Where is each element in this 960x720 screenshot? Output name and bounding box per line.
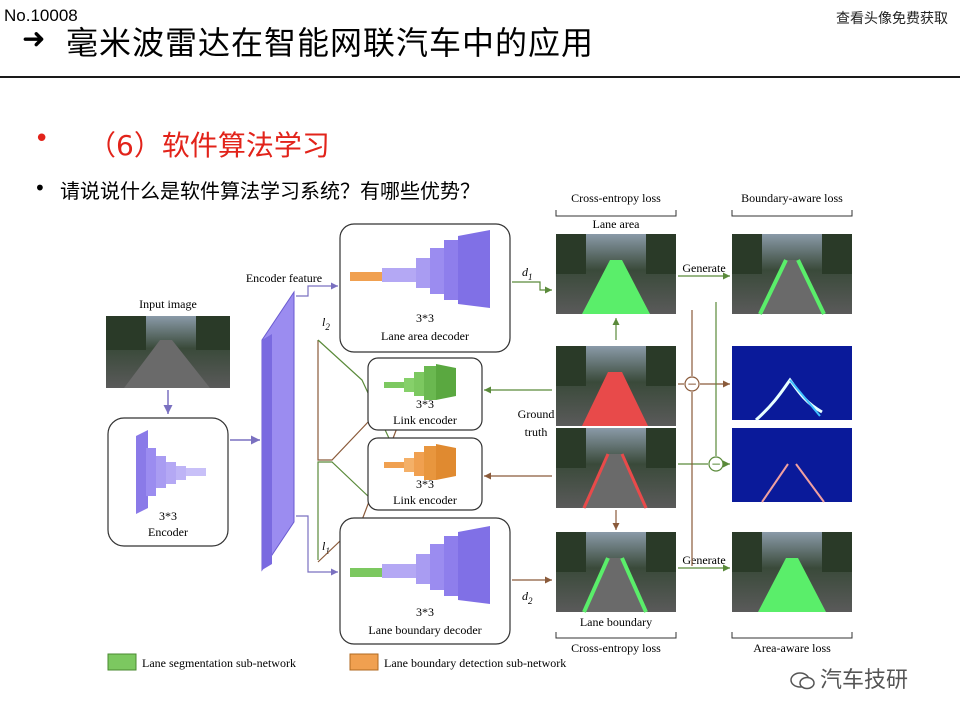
link-encoder-2-label: Link encoder <box>393 493 457 507</box>
d1-label: d1 <box>522 265 533 282</box>
encoder-block-icon <box>136 430 206 514</box>
input-road-image <box>106 316 230 388</box>
legend-orange-label: Lane boundary detection sub-network <box>384 656 566 670</box>
legend-green-swatch <box>107 653 137 671</box>
minus-symbol-2: − <box>711 457 721 471</box>
truth-label: truth <box>525 425 548 439</box>
area-aware-image <box>732 532 852 612</box>
heatmap-bottom-image <box>732 428 852 503</box>
top-right-note: 查看头像免费获取 <box>836 11 948 27</box>
lane-area-decoder-label: Lane area decoder <box>381 329 469 343</box>
title-divider <box>0 76 960 78</box>
lane-boundary-label: Lane boundary <box>580 615 652 629</box>
bullet-dot-icon: • <box>34 176 46 200</box>
lane-area-image <box>556 234 676 314</box>
link-encoder-orange-icon <box>384 444 456 480</box>
minus-symbol-1: − <box>687 377 697 391</box>
ground-truth-lines-image <box>556 428 676 509</box>
cross-entropy-top-label: Cross-entropy loss <box>571 191 661 205</box>
lane-boundary-decoder-label: Lane boundary decoder <box>368 623 481 637</box>
lane-area-size-label: 3*3 <box>416 311 434 325</box>
slide-number: No.10008 <box>4 6 78 25</box>
l2-label: l2 <box>322 315 330 332</box>
network-diagram: Input image 3*3 Encoder Encoder feature … <box>106 191 853 671</box>
lane-boundary-decoder-icon <box>350 526 490 604</box>
link-size-2-label: 3*3 <box>416 477 434 491</box>
lane-boundary-image <box>556 532 676 613</box>
link-encoder-1-label: Link encoder <box>393 413 457 427</box>
generate-1-label: Generate <box>682 261 725 275</box>
bullet-dot-icon: • <box>34 124 50 154</box>
generate-2-label: Generate <box>682 553 725 567</box>
lane-area-label: Lane area <box>593 217 641 231</box>
question-text: 请说说什么是软件算法学习系统？有哪些优势？ <box>60 179 480 203</box>
legend-green-label: Lane segmentation sub-network <box>142 656 296 670</box>
slide-title: 毫米波雷达在智能网联汽车中的应用 <box>66 24 595 62</box>
watermark-text: 汽车技研 <box>820 668 909 693</box>
section-heading: （6）软件算法学习 <box>88 129 330 162</box>
encoder-size-label: 3*3 <box>159 509 177 523</box>
encoder-feature-label: Encoder feature <box>246 271 322 285</box>
wechat-icon <box>790 671 816 691</box>
link-encoder-green-icon <box>384 364 456 400</box>
lane-area-decoder-icon <box>350 230 490 308</box>
cross-entropy-bottom-label: Cross-entropy loss <box>571 641 661 655</box>
ground-truth-red-image <box>556 346 676 426</box>
boundary-aware-label: Boundary-aware loss <box>741 191 843 205</box>
minus-operator-1 <box>684 376 700 392</box>
ground-label: Ground <box>518 407 555 421</box>
input-image-label: Input image <box>139 297 197 311</box>
l1-label: l1 <box>322 539 330 556</box>
area-aware-label: Area-aware loss <box>753 641 831 655</box>
arrow-right-icon: ➜ <box>22 22 46 55</box>
legend-orange-swatch <box>349 653 379 671</box>
boundary-aware-image <box>732 234 852 315</box>
watermark: 汽车技研 <box>790 662 908 694</box>
lane-boundary-size-label: 3*3 <box>416 605 434 619</box>
encoder-label: Encoder <box>148 525 188 539</box>
heatmap-top-image <box>732 346 852 422</box>
link-size-1-label: 3*3 <box>416 397 434 411</box>
d2-label: d2 <box>522 589 533 606</box>
